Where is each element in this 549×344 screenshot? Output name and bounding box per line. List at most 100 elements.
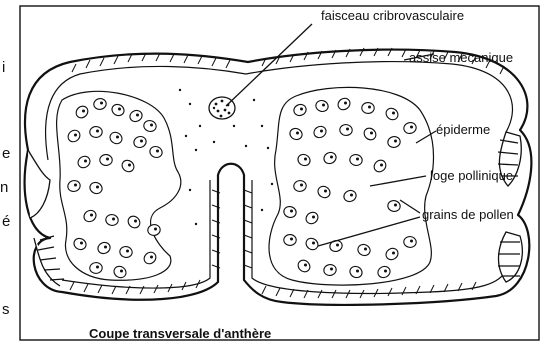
pollen-grain-nucleus	[140, 140, 143, 143]
leader-faisceau	[226, 24, 312, 106]
pollen-grain-nucleus	[96, 266, 99, 269]
leader-grains-1	[400, 200, 420, 213]
pollen-grain-nucleus	[300, 184, 303, 187]
pollen-grain	[342, 189, 357, 204]
label-assise-mecanique: assise mécanique	[409, 50, 513, 65]
pollen-grain-nucleus	[84, 160, 87, 163]
pollen-grain-nucleus	[330, 156, 333, 159]
pollen-grain	[304, 236, 320, 252]
pollen-grain-nucleus	[290, 238, 293, 241]
pollen-grain-nucleus	[112, 218, 115, 221]
pollen-grain	[362, 126, 378, 142]
pollen-grain	[384, 246, 400, 262]
pollen-grain-nucleus	[80, 242, 83, 245]
pollen-grain-nucleus	[74, 134, 77, 137]
pollen-grain	[284, 235, 296, 246]
pollen-grain-nucleus	[156, 150, 159, 153]
pollen-grain-nucleus	[100, 102, 103, 105]
pollen-grain	[384, 106, 400, 122]
pollen-grain-nucleus	[370, 132, 373, 135]
pollen-grain	[93, 98, 107, 110]
pollen-grain-nucleus	[356, 270, 359, 273]
pollen-grain-nucleus	[134, 220, 137, 223]
pollen-grain	[90, 126, 103, 137]
pollen-grain-nucleus	[104, 246, 107, 249]
pollen-grain-nucleus	[344, 102, 347, 105]
pollen-grain	[143, 119, 158, 132]
pollen-grain	[89, 262, 102, 274]
pollen-grains	[66, 96, 418, 280]
pollen-grain-nucleus	[336, 244, 339, 247]
pollen-grain	[314, 99, 329, 113]
cropped-side-text: i e n é s	[0, 59, 10, 318]
pollen-grain	[362, 102, 375, 113]
label-grains-de-pollen: grains de pollen	[422, 207, 514, 222]
pollen-grain-nucleus	[82, 110, 85, 113]
pollen-grain	[293, 180, 306, 192]
side-letter-2: e	[2, 145, 10, 162]
pollen-grain-nucleus	[410, 126, 413, 129]
pollen-grain-nucleus	[290, 210, 293, 213]
pollen-grain	[108, 130, 124, 146]
pollen-grain	[74, 104, 90, 120]
leader-epiderme	[416, 131, 436, 143]
pollen-grain-nucleus	[384, 270, 387, 273]
pollen-grain-nucleus	[150, 124, 153, 127]
pollen-grain	[387, 136, 401, 149]
pollen-grain-nucleus	[394, 140, 397, 143]
pollen-grain-nucleus	[126, 250, 129, 253]
pollen-grain-nucleus	[106, 158, 109, 161]
pollen-grain	[312, 124, 328, 140]
pollen-grain-nucleus	[300, 108, 303, 111]
pollen-grain	[336, 96, 352, 112]
pollen-grain	[110, 102, 126, 117]
pollen-grain-nucleus	[330, 268, 333, 271]
pollen-grain	[105, 214, 119, 226]
pollen-grain-nucleus	[322, 104, 325, 107]
pollen-grain	[96, 240, 112, 255]
pollen-grain-nucleus	[320, 130, 323, 133]
pollen-grain-nucleus	[90, 214, 93, 217]
pollen-grain-nucleus	[324, 190, 327, 193]
label-loge-pollinique: loge pollinique	[430, 168, 513, 183]
pollen-grain-nucleus	[296, 132, 299, 135]
pollen-grain	[292, 103, 307, 117]
pollen-grain	[316, 184, 332, 200]
pollen-grain-nucleus	[96, 130, 99, 133]
leader-lines	[226, 24, 436, 246]
pollen-grain-nucleus	[392, 252, 395, 255]
pollen-grain	[296, 258, 312, 274]
pollen-grain	[132, 135, 147, 149]
pollen-grain	[82, 208, 98, 224]
pollen-grain	[348, 264, 364, 279]
pollen-grain	[100, 154, 113, 165]
pollen-grain-nucleus	[368, 106, 371, 109]
pollen-grain	[288, 127, 304, 142]
pollen-grain	[142, 250, 158, 266]
pollen-grain-nucleus	[410, 240, 413, 243]
pollen-grain	[88, 181, 104, 196]
pollen-grain-nucleus	[116, 136, 119, 139]
pollen-grain-nucleus	[312, 242, 315, 245]
label-faisceau-cribrovasculaire: faisceau cribrovasculaire	[321, 8, 464, 23]
pollen-grain-nucleus	[96, 186, 99, 189]
pollen-grain	[403, 121, 418, 135]
leader-loge	[370, 176, 426, 186]
pollen-grain	[387, 200, 401, 213]
pollen-grain	[283, 205, 298, 219]
side-letter-1: i	[2, 59, 5, 76]
figure-caption: Coupe transversale d'anthère	[89, 326, 271, 341]
pollen-grain	[76, 154, 92, 170]
pollen-grain	[356, 243, 371, 258]
pollen-grain-nucleus	[154, 228, 157, 231]
pollen-grain-nucleus	[150, 256, 153, 259]
pollen-grain-nucleus	[304, 264, 307, 267]
pollen-grain	[67, 179, 82, 192]
pollen-grain-nucleus	[136, 114, 139, 117]
pollen-grain	[148, 145, 163, 159]
pollen-grain	[296, 152, 312, 167]
pollen-grain	[147, 224, 161, 237]
side-letter-5: s	[2, 301, 10, 318]
pollen-grain-nucleus	[392, 112, 395, 115]
pollen-grain	[339, 124, 352, 136]
